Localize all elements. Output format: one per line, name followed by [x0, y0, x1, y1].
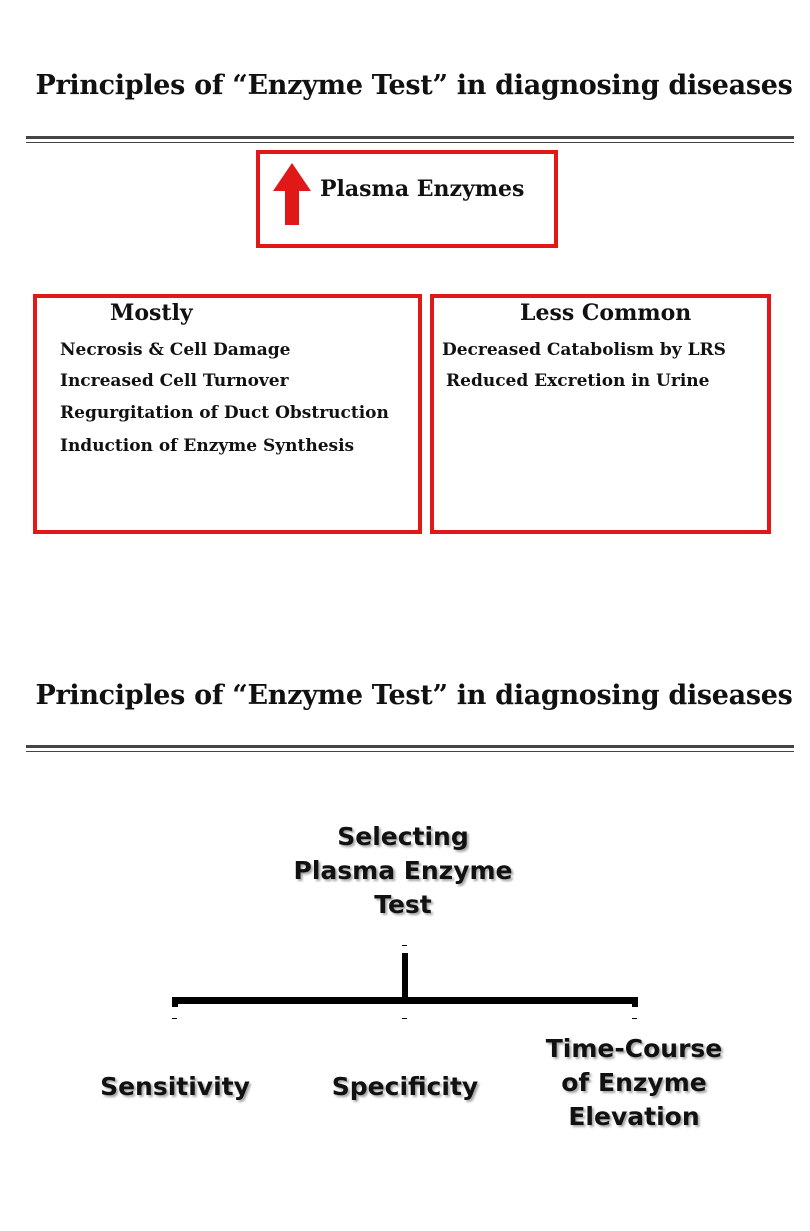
up-arrow-icon — [273, 163, 311, 225]
tree-drop-line — [172, 997, 178, 1007]
title-divider — [26, 136, 794, 143]
connector-tick — [402, 1018, 407, 1019]
less-common-item: Reduced Excretion in Urine — [446, 371, 710, 391]
tree-drop-line — [632, 997, 638, 1007]
connector-tick — [172, 1018, 177, 1019]
plasma-enzymes-label: Plasma Enzymes — [320, 176, 525, 202]
mostly-heading: Mostly — [110, 300, 193, 326]
slide1-title: Principles of “Enzyme Test” in diagnosin… — [35, 70, 793, 101]
title-divider — [26, 745, 794, 752]
leaf-line: Elevation — [568, 1102, 700, 1131]
leaf-line: Time-Course — [545, 1034, 723, 1063]
connector-tick — [632, 1018, 637, 1019]
tree-crossbar-line — [173, 997, 637, 1004]
root-line: Selecting — [337, 822, 469, 851]
leaf-time-course: Time-Course of Enzyme Elevation — [520, 1032, 748, 1134]
less-common-item: Decreased Catabolism by LRS — [442, 340, 726, 360]
mostly-item: Induction of Enzyme Synthesis — [60, 436, 355, 456]
less-common-heading: Less Common — [520, 300, 692, 326]
leaf-line: Sensitivity — [100, 1072, 250, 1101]
mostly-item: Regurgitation of Duct Obstruction — [60, 403, 389, 423]
leaf-sensitivity: Sensitivity — [80, 1070, 270, 1104]
leaf-specificity: Specificity — [310, 1070, 500, 1104]
root-line: Plasma Enzyme — [293, 856, 513, 885]
plasma-enzymes-box — [256, 150, 558, 248]
tree-stem-line — [402, 953, 408, 1003]
leaf-line: Specificity — [331, 1072, 479, 1101]
mostly-box — [33, 294, 422, 534]
mostly-item: Necrosis & Cell Damage — [60, 340, 291, 360]
mostly-item: Increased Cell Turnover — [60, 371, 289, 391]
connector-tick — [402, 945, 407, 946]
root-node-label: Selecting Plasma Enzyme Test — [265, 820, 541, 922]
root-line: Test — [374, 890, 432, 919]
less-common-box — [430, 294, 771, 534]
slide2-title: Principles of “Enzyme Test” in diagnosin… — [35, 680, 793, 711]
leaf-line: of Enzyme — [561, 1068, 707, 1097]
